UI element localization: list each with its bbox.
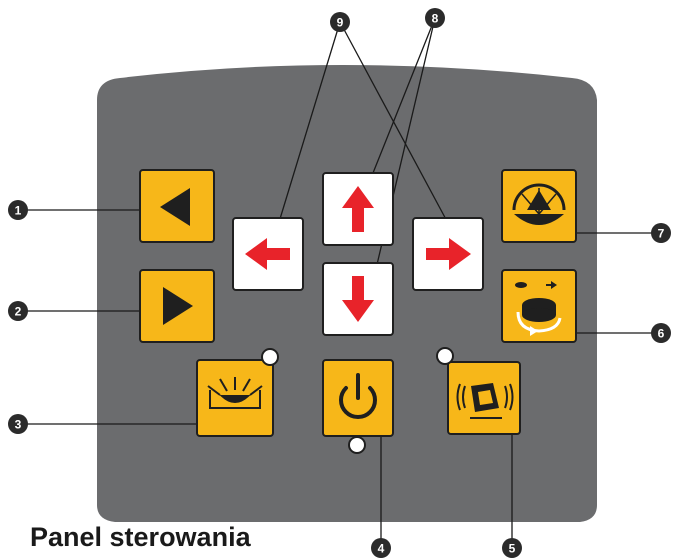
arrow-down-icon — [342, 276, 374, 322]
svg-text:9: 9 — [337, 16, 344, 30]
callout-1: 1 — [8, 200, 28, 220]
callout-6: 6 — [651, 323, 671, 343]
svg-text:3: 3 — [15, 418, 22, 432]
arrow-left-button[interactable] — [232, 217, 304, 291]
led-power — [348, 436, 366, 454]
arrow-left-icon — [245, 238, 290, 270]
button-7[interactable] — [501, 169, 577, 243]
callout-4: 4 — [371, 538, 391, 558]
callout-8: 8 — [425, 8, 445, 28]
svg-text:1: 1 — [15, 204, 22, 218]
button-4[interactable] — [322, 359, 394, 437]
beam-light-icon — [207, 377, 263, 409]
vibrating-device-icon — [456, 383, 514, 419]
leader-lines — [18, 17, 661, 548]
arrow-right-icon — [426, 238, 471, 270]
callout-2: 2 — [8, 301, 28, 321]
page-title: Panel sterowania — [30, 522, 251, 552]
callout-3: 3 — [8, 414, 28, 434]
triangle-left-icon — [160, 188, 190, 226]
power-icon — [339, 373, 377, 420]
triangle-right-icon — [163, 287, 193, 325]
led-indicators — [261, 347, 454, 454]
callout-markers: 1 2 3 4 5 6 7 8 9 — [8, 8, 671, 558]
callout-7: 7 — [651, 223, 671, 243]
button-5[interactable] — [447, 361, 521, 435]
callout-5: 5 — [502, 538, 522, 558]
svg-text:8: 8 — [432, 12, 439, 26]
arrow-up-button[interactable] — [322, 172, 394, 246]
button-3[interactable] — [196, 359, 274, 437]
arrow-down-button[interactable] — [322, 262, 394, 336]
button-1[interactable] — [139, 169, 215, 243]
svg-text:7: 7 — [658, 227, 665, 241]
svg-text:5: 5 — [509, 542, 516, 556]
scan-angle-icon — [512, 183, 566, 225]
led-beam — [261, 348, 279, 366]
arrow-up-icon — [342, 186, 374, 232]
callout-9: 9 — [330, 12, 350, 32]
button-6[interactable] — [501, 269, 577, 343]
button-2[interactable] — [139, 269, 215, 343]
svg-text:4: 4 — [378, 542, 385, 556]
rotation-speed-icon — [515, 281, 562, 336]
svg-text:2: 2 — [15, 305, 22, 319]
led-tilt — [436, 347, 454, 365]
arrow-right-button[interactable] — [412, 217, 484, 291]
svg-text:6: 6 — [658, 327, 665, 341]
